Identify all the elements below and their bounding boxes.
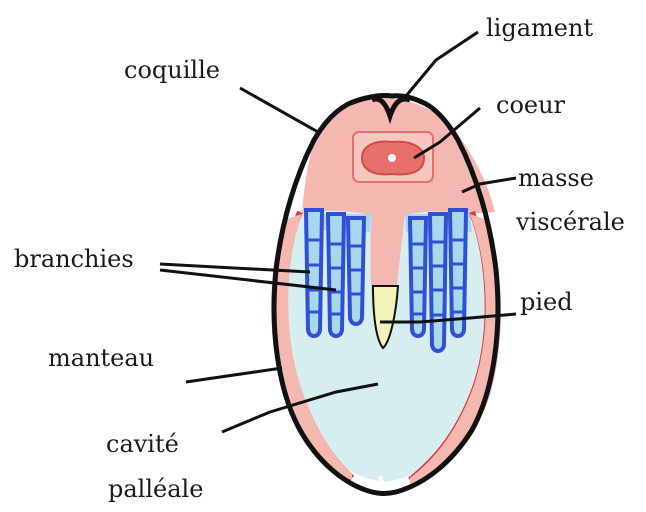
label-pied: pied — [520, 288, 573, 316]
label-coquille: coquille — [124, 56, 220, 84]
heart-center — [388, 154, 396, 162]
label-palleale: palléale — [108, 475, 203, 503]
label-masse: masse — [518, 164, 594, 192]
label-manteau: manteau — [48, 344, 154, 372]
label-cavite: cavité — [106, 430, 179, 458]
right-gills — [410, 210, 466, 351]
left-gills — [306, 210, 364, 336]
label-coeur: coeur — [496, 91, 566, 119]
label-branchies: branchies — [14, 245, 134, 273]
label-viscerale: viscérale — [515, 208, 625, 236]
label-ligament: ligament — [486, 14, 593, 42]
